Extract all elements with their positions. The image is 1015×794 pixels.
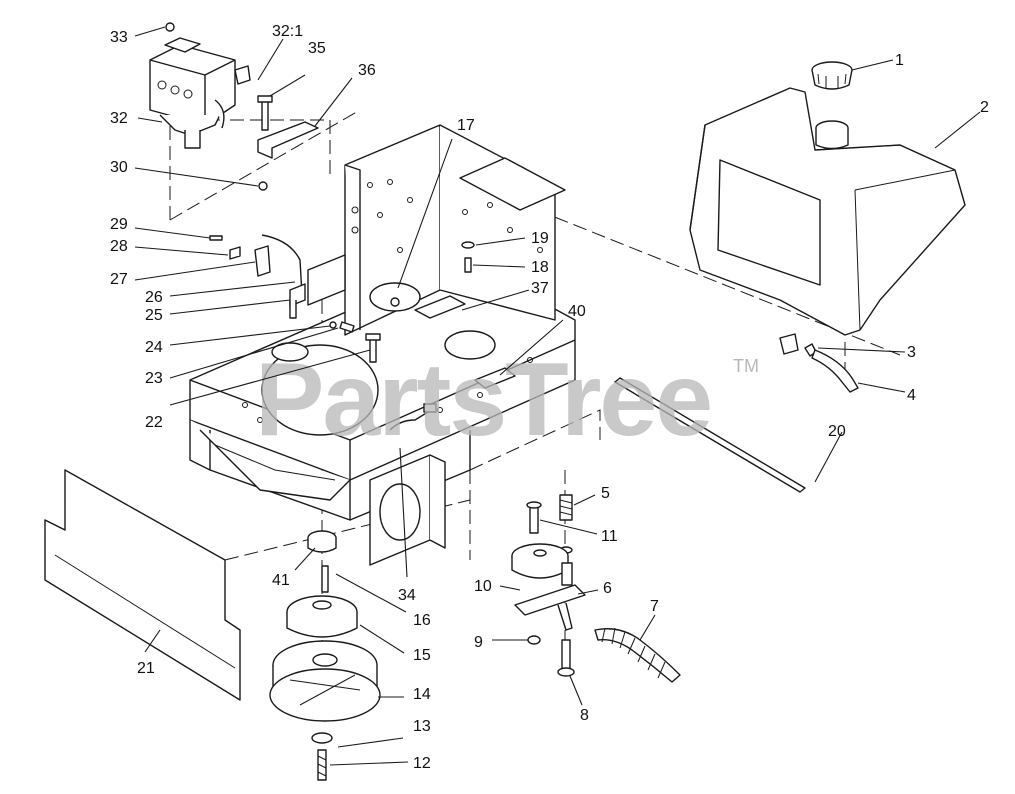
callout-1: 1 (895, 52, 904, 69)
callout-40: 40 (568, 303, 586, 320)
callout-37: 37 (531, 280, 549, 297)
callout-2: 2 (980, 99, 989, 116)
switch-assembly (209, 234, 346, 319)
watermark: PartsTree TM (255, 342, 759, 458)
callout-41: 41 (272, 572, 290, 589)
pto-clutch-stack (269, 530, 381, 781)
callout-20: 20 (828, 423, 846, 440)
callout-14: 14 (413, 686, 431, 703)
callout-7: 7 (650, 598, 659, 615)
callout-26: 26 (145, 289, 163, 306)
fuel-tank (689, 87, 966, 336)
callout-12: 12 (413, 755, 431, 772)
chassis-frame (189, 124, 576, 566)
callout-4: 4 (907, 387, 916, 404)
callout-5: 5 (601, 485, 610, 502)
watermark-text: PartsTree (255, 342, 711, 458)
callout-labels: 1 2 3 4 5 6 7 8 9 10 11 12 13 14 15 16 1… (110, 23, 989, 772)
callout-10: 10 (474, 578, 492, 595)
callout-9: 9 (474, 634, 483, 651)
leader-lines (134, 26, 981, 766)
fuel-line (614, 377, 806, 493)
callout-30: 30 (110, 159, 128, 176)
callout-22: 22 (145, 414, 163, 431)
callout-18: 18 (531, 259, 549, 276)
callout-16: 16 (413, 612, 431, 629)
fuel-cap (811, 61, 853, 90)
callout-13: 13 (413, 718, 431, 735)
callout-24: 24 (145, 339, 163, 356)
callout-32: 32 (110, 110, 128, 127)
callout-27: 27 (110, 271, 128, 288)
callout-21: 21 (137, 660, 155, 677)
callout-23: 23 (145, 370, 163, 387)
callout-28: 28 (110, 238, 128, 255)
callout-15: 15 (413, 647, 431, 664)
callout-6: 6 (603, 580, 612, 597)
callout-17: 17 (457, 117, 475, 134)
mounting-bracket (257, 95, 319, 191)
fuel-fitting-and-hose (779, 333, 859, 393)
watermark-trademark: TM (733, 356, 759, 376)
callout-34: 34 (398, 587, 416, 604)
callout-32-1: 32:1 (272, 23, 303, 40)
idler-assembly (511, 494, 681, 683)
belt-guard-panel (44, 469, 241, 701)
callout-19: 19 (531, 230, 549, 247)
fasteners (329, 241, 475, 363)
control-module (149, 22, 251, 149)
callout-3: 3 (907, 344, 916, 361)
callout-11: 11 (601, 528, 618, 545)
callout-36: 36 (358, 62, 376, 79)
callout-8: 8 (580, 707, 589, 724)
callout-29: 29 (110, 216, 128, 233)
callout-25: 25 (145, 307, 163, 324)
callout-35: 35 (308, 40, 326, 57)
callout-33: 33 (110, 29, 128, 46)
